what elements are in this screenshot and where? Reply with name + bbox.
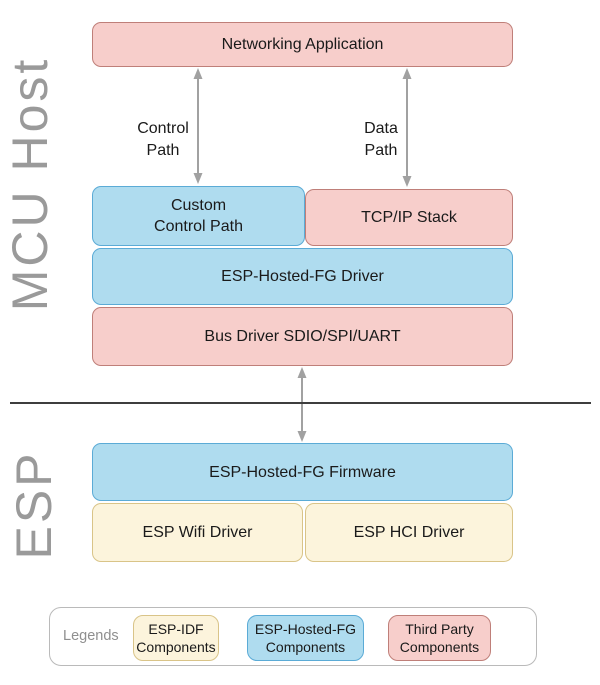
section-label-mcu-host: MCU Host bbox=[2, 56, 58, 312]
box-esp-hci-driver: ESP HCI Driver bbox=[305, 503, 513, 562]
legend-item-esp-hosted-fg: ESP-Hosted-FG Components bbox=[247, 615, 364, 661]
box-bus-driver: Bus Driver SDIO/SPI/UART bbox=[92, 307, 513, 366]
box-tcpip-stack: TCP/IP Stack bbox=[305, 189, 513, 246]
legend-panel: Legends ESP-IDF Components ESP-Hosted-FG… bbox=[49, 607, 537, 666]
box-esp-wifi-driver: ESP Wifi Driver bbox=[92, 503, 303, 562]
box-esp-hosted-fg-driver: ESP-Hosted-FG Driver bbox=[92, 248, 513, 305]
data-path-label: Data Path bbox=[364, 120, 398, 159]
box-networking-application: Networking Application bbox=[92, 22, 513, 67]
box-esp-hosted-fg-firmware: ESP-Hosted-FG Firmware bbox=[92, 443, 513, 501]
box-custom-control-path: Custom Control Path bbox=[92, 186, 305, 246]
legend-item-third-party: Third Party Components bbox=[388, 615, 491, 661]
control-path-label: Control Path bbox=[137, 120, 189, 159]
bus-to-firmware-arrow bbox=[297, 367, 307, 442]
legend-item-esp-idf: ESP-IDF Components bbox=[133, 615, 219, 661]
legend-title: Legends bbox=[63, 628, 119, 644]
